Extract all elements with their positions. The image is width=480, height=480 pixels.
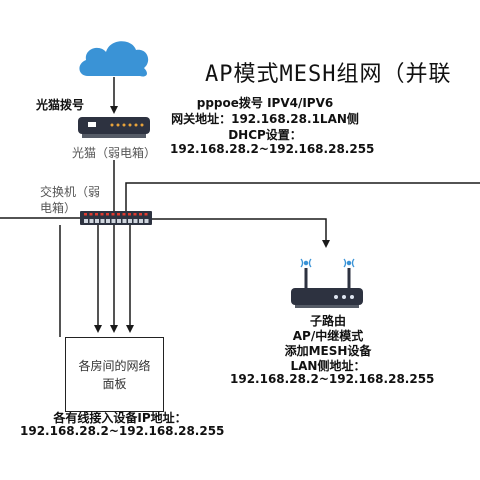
switch-port bbox=[139, 219, 143, 223]
switch-label: 交换机（弱电箱） bbox=[40, 185, 101, 215]
room-network-panel: 各房间的网络面板 bbox=[65, 337, 164, 412]
switch-port bbox=[144, 219, 149, 223]
modem-led bbox=[122, 123, 126, 127]
switch-led bbox=[133, 213, 137, 216]
modem-led bbox=[128, 123, 132, 127]
modem-led bbox=[134, 123, 138, 127]
sub-router-info-line-1: 子路由 bbox=[309, 314, 346, 328]
cloud-icon bbox=[79, 41, 149, 77]
switch-port bbox=[89, 219, 94, 223]
sub-router-info-line-4: LAN侧地址： bbox=[290, 359, 366, 373]
switch-led bbox=[106, 213, 109, 216]
switch-led bbox=[122, 213, 126, 216]
room-panel-label: 各房间的网络面板 bbox=[78, 358, 151, 391]
switch-led bbox=[89, 213, 93, 216]
sub-router-info-line-5: 192.168.28.2~192.168.28.255 bbox=[230, 372, 435, 386]
wifi-signal-icon bbox=[300, 258, 355, 268]
switch-led bbox=[139, 213, 142, 216]
modem-info-line-4: 192.168.28.2~192.168.28.255 bbox=[170, 142, 375, 156]
room-panel-info-line-1: 各有线接入设备IP地址： bbox=[53, 411, 187, 425]
switch-to-sub-router-line bbox=[152, 218, 330, 248]
switch-led bbox=[84, 213, 87, 216]
sub-router-info-line-2: AP/中继模式 bbox=[292, 329, 364, 343]
modem-router-icon bbox=[78, 117, 150, 138]
wifi-router-icon bbox=[291, 258, 363, 308]
modem-top-label: 光猫拨号 bbox=[36, 98, 85, 112]
modem-led bbox=[110, 123, 114, 127]
modem-caption: 光猫（弱电箱） bbox=[72, 146, 157, 160]
modem-info-line-2: 网关地址：192.168.28.1LAN侧 bbox=[171, 112, 359, 126]
switch-port bbox=[128, 219, 132, 223]
modem-info-line-1: pppoe拨号 IPV4/IPV6 bbox=[196, 96, 334, 110]
switch-port bbox=[111, 219, 116, 223]
modem-led bbox=[140, 123, 144, 127]
switch-to-right-edge-line bbox=[125, 182, 480, 211]
room-panel-info-line-2: 192.168.28.2~192.168.28.255 bbox=[20, 424, 225, 438]
switch-port bbox=[133, 219, 138, 223]
switch-led bbox=[95, 213, 98, 216]
switch-port bbox=[122, 219, 127, 223]
switch-led bbox=[111, 213, 115, 216]
switch-port bbox=[117, 219, 121, 223]
modem-info-line-3: DHCP设置： bbox=[228, 128, 302, 142]
switch-port bbox=[106, 219, 110, 223]
network-switch-icon bbox=[80, 211, 152, 225]
switch-led bbox=[128, 213, 131, 216]
modem-led bbox=[116, 123, 120, 127]
switch-port bbox=[84, 219, 88, 223]
switch-led bbox=[144, 213, 148, 216]
switch-led bbox=[117, 213, 120, 216]
sub-router-info-line-3: 添加MESH设备 bbox=[284, 344, 372, 358]
switch-port bbox=[100, 219, 105, 223]
switch-port bbox=[95, 219, 99, 223]
diagram-title: AP模式MESH组网（并联 bbox=[205, 62, 452, 87]
switch-led bbox=[100, 213, 104, 216]
